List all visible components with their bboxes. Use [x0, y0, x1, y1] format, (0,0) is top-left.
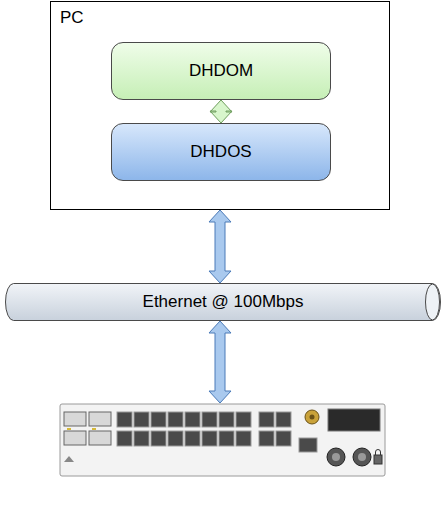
device-chassis	[60, 404, 385, 476]
display-panel	[328, 409, 380, 431]
text-holder: DHDOM	[112, 43, 330, 99]
status-led	[67, 428, 71, 430]
text-holder: DHDOS	[112, 124, 330, 180]
switch-device	[60, 404, 385, 476]
sfp-port	[89, 431, 111, 445]
box-label: PC	[60, 8, 84, 28]
pipe-body	[6, 284, 441, 321]
coax-connector	[305, 410, 319, 424]
software-module: DHDOS	[111, 123, 331, 181]
software-module: DHDOM	[111, 42, 331, 100]
lock-symbol	[374, 455, 382, 464]
module-label: DHDOS	[190, 142, 251, 162]
connector-pins	[332, 453, 340, 461]
console-port	[299, 438, 317, 452]
rj45-ports	[117, 412, 291, 446]
status-led	[92, 428, 96, 430]
pipe-end	[426, 284, 440, 320]
power-connector	[327, 448, 345, 466]
power-connector	[353, 448, 371, 466]
sfp-port	[64, 431, 86, 445]
lock-shackle	[376, 450, 381, 456]
sfp-port	[64, 412, 86, 426]
text-holder: PC	[60, 8, 84, 28]
vendor-logo	[64, 456, 74, 462]
sfp-port	[89, 412, 111, 426]
coax-pin	[310, 415, 315, 420]
text-holder: Ethernet @ 100Mbps	[5, 283, 441, 321]
module-label: Ethernet @ 100Mbps	[143, 292, 304, 312]
double-arrow	[209, 210, 231, 283]
network-bus: Ethernet @ 100Mbps	[5, 283, 441, 321]
computer-box: PC DHDOM DHDOS	[50, 1, 390, 210]
module-label: DHDOM	[189, 61, 253, 81]
network-link-arrow	[209, 321, 231, 403]
connector-pins	[358, 453, 366, 461]
